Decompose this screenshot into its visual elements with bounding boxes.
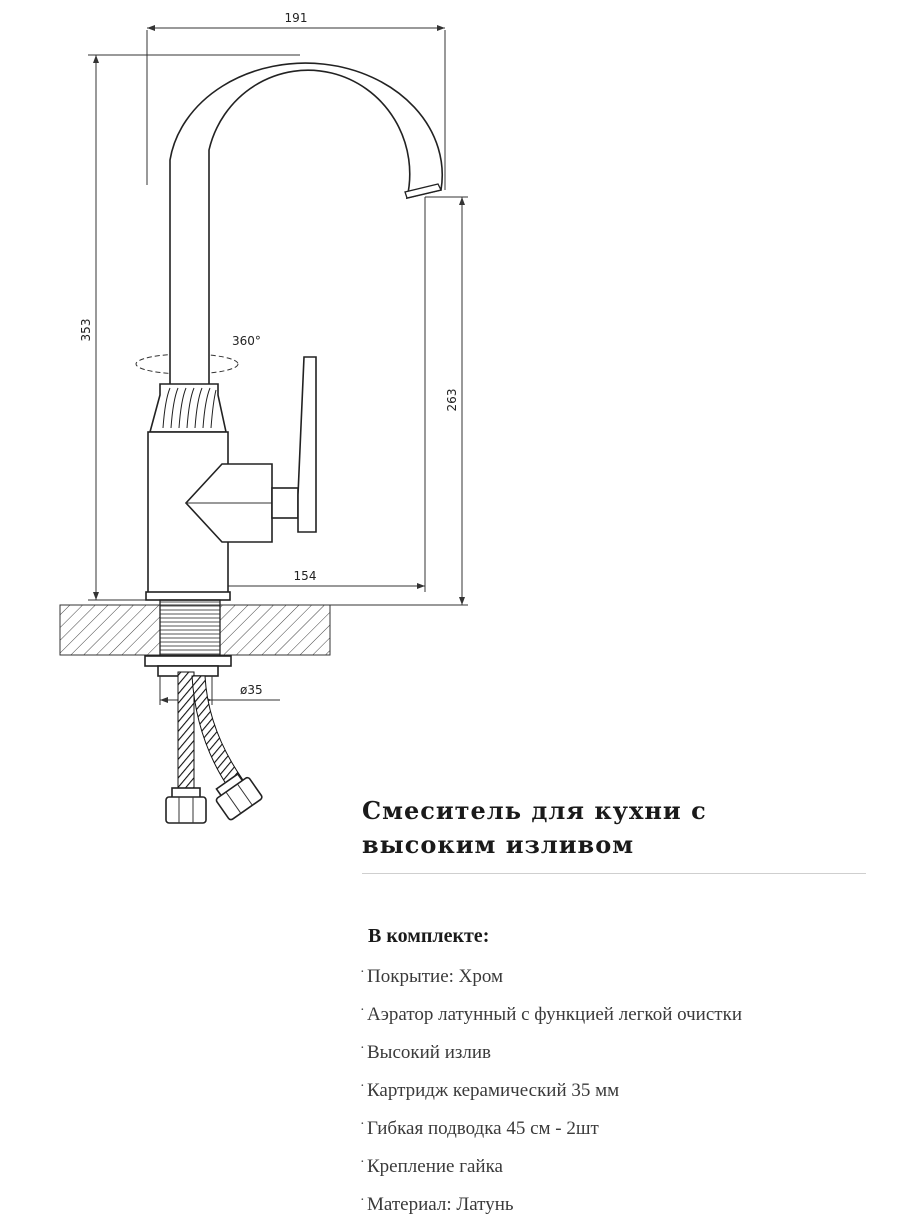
- bullet-icon: ·: [360, 1079, 365, 1094]
- product-title-line-1: Смеситель для кухни с: [362, 796, 707, 825]
- product-title-block: Смеситель для кухни с высоким изливом: [362, 794, 872, 862]
- title-divider: [362, 873, 866, 874]
- bullet-icon: ·: [360, 1193, 365, 1208]
- bullet-icon: ·: [360, 965, 365, 980]
- product-title-line-2: высоким изливом: [362, 830, 635, 859]
- bullet-icon: ·: [360, 1003, 365, 1018]
- spec-item: ·Гибкая подводка 45 см - 2шт: [360, 1108, 890, 1146]
- dimension-reach: 154: [186, 197, 426, 592]
- bullet-icon: ·: [360, 1155, 365, 1170]
- dimension-label-154: 154: [294, 569, 317, 583]
- rotation-label: 360°: [232, 334, 261, 348]
- specifications-list: ·Покрытие: Хром ·Аэратор латунный с функ…: [360, 956, 890, 1222]
- dimension-height-spout: 263: [230, 196, 468, 606]
- dimension-width-top: 191: [146, 11, 446, 190]
- spec-item: ·Покрытие: Хром: [360, 956, 890, 994]
- specifications-block: В комплекте: ·Покрытие: Хром ·Аэратор ла…: [360, 922, 890, 1222]
- faucet-body: [145, 62, 444, 601]
- dimension-height-total: 353: [79, 54, 300, 601]
- dimension-label-263: 263: [445, 389, 459, 412]
- dimension-label-191: 191: [285, 11, 308, 25]
- spec-item: ·Высокий излив: [360, 1032, 890, 1070]
- dimension-label-diameter: ø35: [240, 683, 263, 697]
- bullet-icon: ·: [360, 1041, 365, 1056]
- dimension-label-353: 353: [79, 319, 93, 342]
- specifications-heading: В комплекте:: [368, 925, 490, 947]
- bullet-icon: ·: [360, 1117, 365, 1132]
- flexible-hoses: [165, 671, 263, 824]
- spec-item: ·Крепление гайка: [360, 1146, 890, 1184]
- spec-item: ·Картридж керамический 35 мм: [360, 1070, 890, 1108]
- product-title: Смеситель для кухни с высоким изливом: [362, 794, 872, 862]
- spec-item: ·Материал: Латунь: [360, 1184, 890, 1222]
- spec-item: ·Аэратор латунный с функцией легкой очис…: [360, 994, 890, 1032]
